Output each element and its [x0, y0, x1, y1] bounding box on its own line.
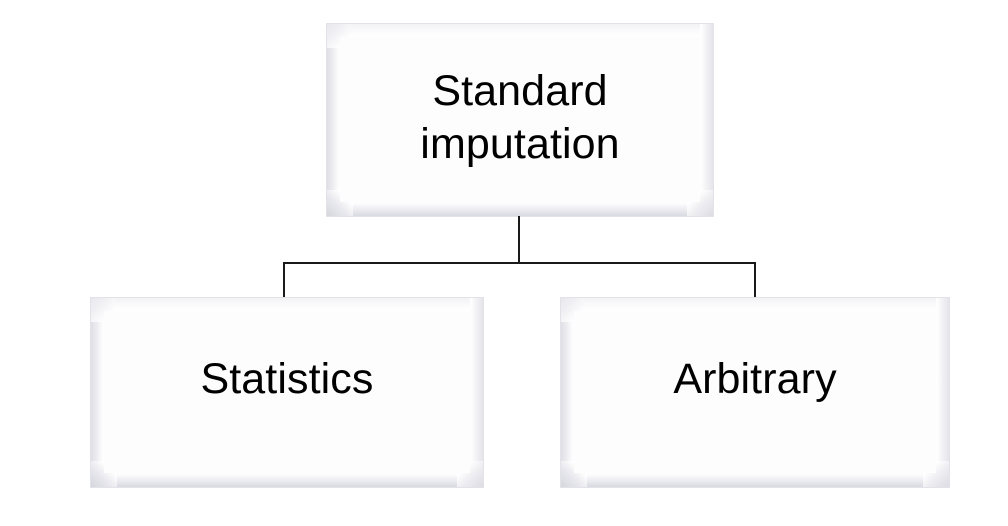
node-face: Standard imputation	[340, 37, 700, 202]
connector-drop-arbitrary	[754, 262, 756, 298]
bevel-top-edge	[561, 298, 949, 311]
node-face: Arbitrary	[574, 311, 936, 473]
bevel-top-edge	[327, 24, 713, 37]
bevel-bottom-edge	[327, 202, 713, 216]
bevel-bottom-edge	[91, 473, 483, 487]
node-label-arbitrary: Arbitrary	[673, 354, 837, 403]
bevel-left-edge	[561, 298, 574, 487]
connector-drop-statistics	[283, 262, 285, 298]
connector-horizontal-bus	[283, 262, 756, 264]
node-label-standard-imputation: Standard imputation	[420, 67, 620, 168]
bevel-left-edge	[327, 24, 340, 216]
node-face: Statistics	[104, 311, 470, 473]
node-label-statistics: Statistics	[200, 354, 374, 403]
bevel-right-edge	[936, 298, 949, 487]
bevel-bottom-edge	[561, 473, 949, 487]
bevel-right-edge	[470, 298, 483, 487]
connector-root-stem	[518, 216, 520, 264]
node-statistics[interactable]: Statistics	[90, 297, 484, 488]
bevel-right-edge	[700, 24, 713, 216]
bevel-left-edge	[91, 298, 104, 487]
node-standard-imputation[interactable]: Standard imputation	[326, 23, 714, 217]
node-arbitrary[interactable]: Arbitrary	[560, 297, 950, 488]
bevel-top-edge	[91, 298, 483, 311]
